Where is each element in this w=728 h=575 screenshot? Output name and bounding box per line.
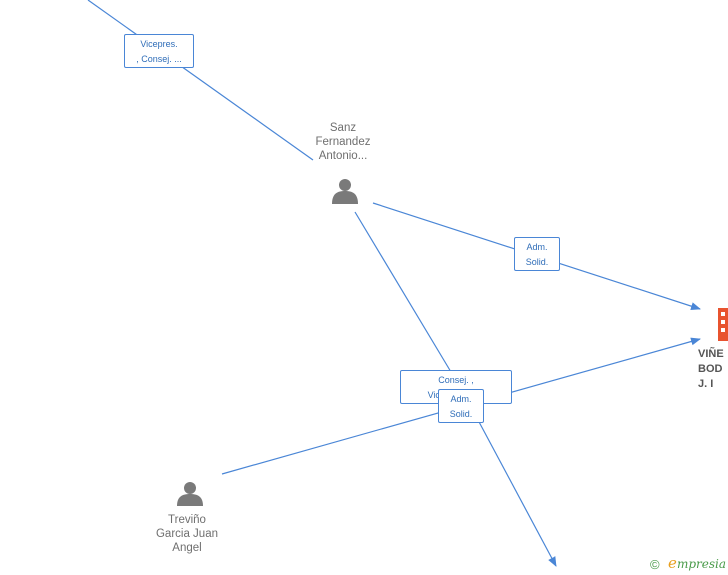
copyright-symbol: © (650, 557, 660, 572)
company-name[interactable]: VIÑE BOD J. I (698, 348, 724, 390)
person-name-sanz[interactable]: Sanz Fernandez Antonio... (315, 122, 371, 162)
brand-initial: e (668, 554, 677, 572)
edge-sanz-down (354, 211, 452, 373)
edge-label-adm-solid-2[interactable]: Adm. Solid. (438, 389, 484, 423)
edge-label-vicepres[interactable]: Vicepres. , Consej. ... (124, 34, 194, 68)
person-icon[interactable] (177, 482, 203, 506)
building-icon[interactable] (718, 308, 728, 341)
edge-top-to-sanz (87, 0, 314, 161)
edge-down-to-bottom (477, 419, 557, 567)
brand-name: mpresia (676, 557, 726, 571)
person-icon[interactable] (332, 179, 358, 204)
edge-label-adm-solid[interactable]: Adm. Solid. (514, 237, 560, 271)
brand-watermark: empresia (668, 554, 726, 572)
person-name-trevino[interactable]: Treviño Garcia Juan Angel (155, 514, 218, 554)
